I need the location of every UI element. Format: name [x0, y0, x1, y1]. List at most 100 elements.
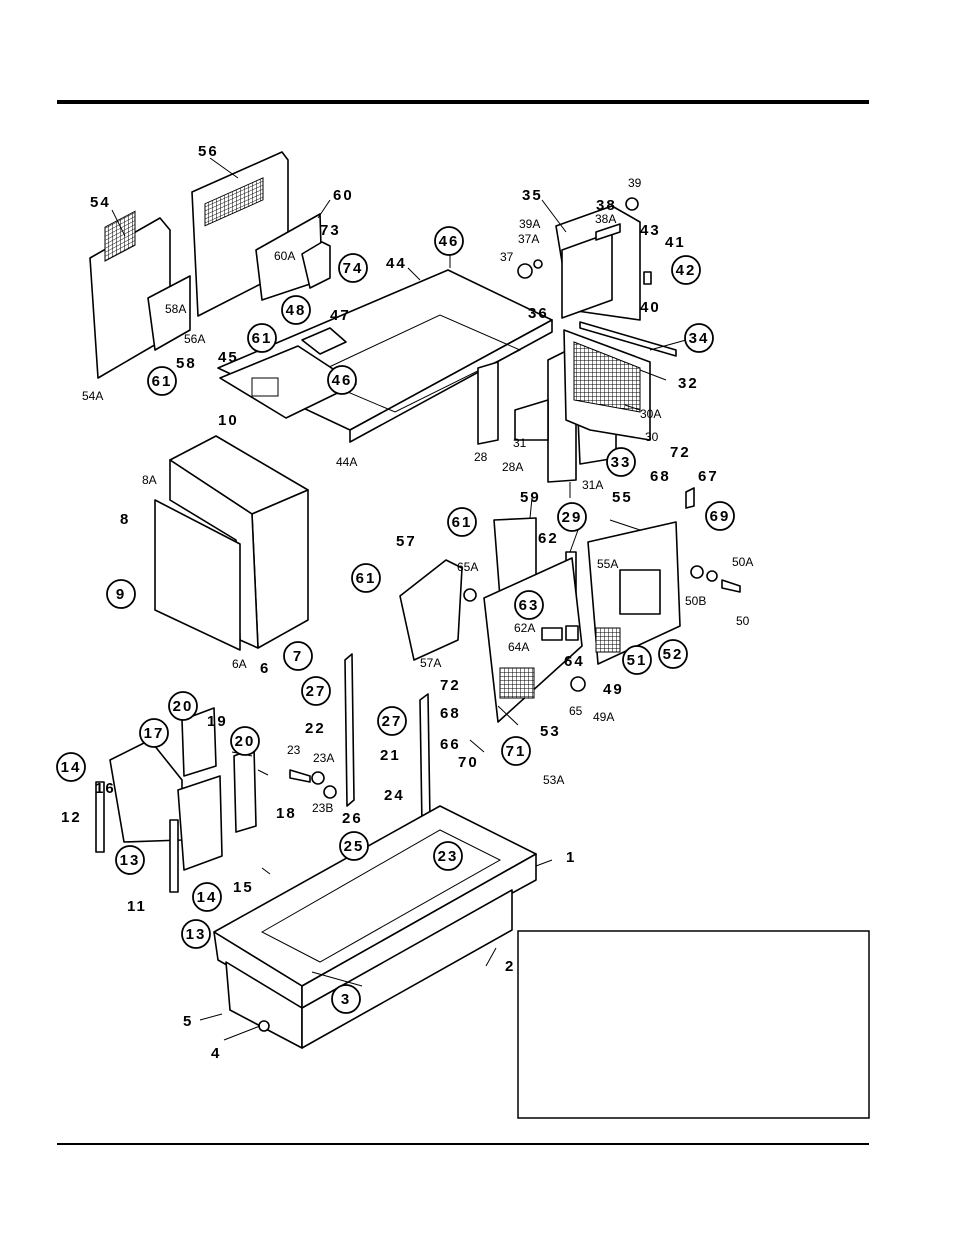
- washer-23b: [323, 785, 337, 799]
- upright-22: [344, 653, 355, 807]
- callout-28: 28: [474, 450, 488, 464]
- callout-38: 38: [596, 197, 617, 214]
- callout-45: 45: [218, 349, 239, 366]
- callout-18: 18: [276, 805, 297, 822]
- callout-68b: 68: [440, 705, 461, 722]
- callout-37a: 37A: [518, 232, 539, 246]
- upright-21: [419, 693, 431, 827]
- nut-65a: [463, 588, 477, 602]
- callout-69: 69: [710, 508, 731, 525]
- panel-58: [147, 275, 191, 351]
- callout-61c: 61: [452, 514, 473, 531]
- callout-58: 58: [176, 355, 197, 372]
- callout-42: 42: [676, 262, 697, 279]
- callout-39a: 39A: [519, 217, 540, 231]
- callout-64: 64: [564, 653, 585, 670]
- callout-46a: 46: [439, 233, 460, 250]
- callout-7: 7: [293, 648, 303, 665]
- callout-56: 56: [198, 143, 219, 160]
- callout-73: 73: [320, 222, 341, 239]
- callout-21: 21: [380, 747, 401, 764]
- plate-47: [301, 327, 347, 355]
- bolt-50: [721, 579, 741, 593]
- box-15: [177, 775, 223, 871]
- callout-14b: 14: [197, 889, 218, 906]
- callout-50a: 50A: [732, 555, 753, 569]
- callout-40: 40: [640, 299, 661, 316]
- callout-8a: 8A: [142, 473, 157, 487]
- callout-51: 51: [627, 652, 648, 669]
- callout-11: 11: [127, 898, 147, 915]
- callout-10: 10: [218, 412, 239, 429]
- callout-35: 35: [522, 187, 543, 204]
- note-box: [517, 930, 870, 1119]
- callout-53a: 53A: [543, 773, 564, 787]
- callout-6: 6: [260, 660, 270, 677]
- callout-38a: 38A: [595, 212, 616, 226]
- callout-14a: 14: [61, 759, 82, 776]
- panel-19: [181, 707, 217, 777]
- callout-60a: 60A: [274, 249, 295, 263]
- callout-8: 8: [120, 511, 130, 528]
- plate-45-opening: [251, 377, 279, 397]
- callout-13a: 13: [120, 852, 141, 869]
- grille-30: [563, 329, 651, 441]
- callout-62a: 62A: [514, 621, 535, 635]
- callout-43: 43: [640, 222, 661, 239]
- callout-61d: 61: [356, 570, 377, 587]
- callout-61b: 61: [152, 373, 173, 390]
- callout-58a: 58A: [165, 302, 186, 316]
- callout-4: 4: [211, 1045, 221, 1062]
- callout-66: 66: [440, 736, 461, 753]
- block-73: [301, 241, 331, 289]
- pin-40: [643, 271, 652, 285]
- callout-64a: 64A: [508, 640, 529, 654]
- callout-37: 37: [500, 250, 514, 264]
- bolt-23: [289, 769, 311, 783]
- callout-23: 23: [438, 848, 459, 865]
- callout-54a: 54A: [82, 389, 103, 403]
- callout-12: 12: [61, 809, 82, 826]
- callout-25: 25: [344, 838, 365, 855]
- door-8: [154, 499, 241, 651]
- leader-lines: [111, 157, 687, 1041]
- strip-11: [169, 819, 179, 893]
- callout-68a: 68: [650, 468, 671, 485]
- callout-30a: 30A: [640, 407, 661, 421]
- duct-57: [399, 559, 463, 661]
- callout-17: 17: [144, 725, 165, 742]
- top-rule: [57, 100, 869, 104]
- callout-23a: 23A: [313, 751, 334, 765]
- panel-55: [587, 521, 681, 665]
- callout-47: 47: [330, 307, 351, 324]
- callout-48: 48: [286, 302, 307, 319]
- callout-70: 70: [458, 754, 479, 771]
- callout-31a: 31A: [582, 478, 603, 492]
- door-53: [483, 557, 583, 723]
- callout-1: 1: [566, 849, 576, 866]
- callout-55a: 55A: [597, 557, 618, 571]
- nut-37: [517, 263, 533, 279]
- callout-34: 34: [689, 330, 710, 347]
- callout-59: 59: [520, 489, 541, 506]
- callout-61a: 61: [252, 330, 273, 347]
- callout-20a: 20: [173, 698, 194, 715]
- callout-20b: 20: [235, 733, 256, 750]
- roof-44-opening: [308, 314, 522, 413]
- callout-44: 44: [386, 255, 407, 272]
- callout-57a: 57A: [420, 656, 441, 670]
- plain-callouts: 54 54A 56 56A 58A 58 60 60A 73 44 44A 45…: [61, 143, 753, 1062]
- washer-50b: [690, 565, 704, 579]
- callout-15: 15: [233, 879, 254, 896]
- callout-9: 9: [116, 586, 126, 603]
- callout-71: 71: [506, 743, 527, 760]
- callout-56a: 56A: [184, 332, 205, 346]
- callout-23b: 23B: [312, 801, 333, 815]
- bracket-28: [477, 361, 499, 445]
- callout-16: 16: [95, 780, 116, 797]
- callout-13b: 13: [186, 926, 207, 943]
- callout-46b: 46: [332, 372, 353, 389]
- callout-65a: 65A: [457, 560, 478, 574]
- plate-31: [514, 399, 549, 441]
